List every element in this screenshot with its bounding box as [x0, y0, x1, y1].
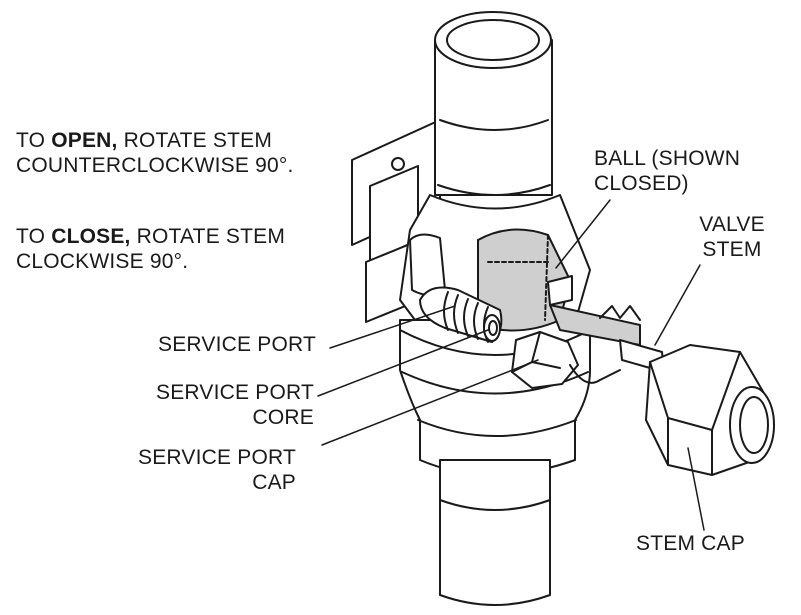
leader-service-port-core	[317, 329, 489, 397]
ball	[477, 228, 573, 332]
leader-stem-cap	[687, 447, 705, 531]
service-port	[419, 286, 503, 343]
stem-cap	[645, 344, 775, 476]
label-service-port-cap: SERVICE PORT CAP	[137, 446, 296, 494]
leader-lines	[317, 199, 705, 531]
label-ball: BALL (SHOWN CLOSED)	[594, 147, 741, 195]
open-keyword: OPEN,	[51, 129, 118, 152]
label-service-port: SERVICE PORT	[157, 333, 316, 356]
label-service-port-core: SERVICE PORT CORE	[155, 381, 314, 429]
upper-tube	[434, 11, 553, 196]
close-instruction: TO CLOSE, ROTATE STEM CLOCKWISE 90°.	[16, 225, 286, 273]
leader-ball	[555, 199, 611, 269]
open-instruction: TO OPEN, ROTATE STEM COUNTERCLOCKWISE 90…	[16, 129, 294, 177]
label-valve-stem: VALVE STEM	[699, 213, 765, 261]
close-keyword: CLOSE,	[51, 225, 131, 248]
leader-service-port	[329, 305, 456, 349]
label-stem-cap: STEM CAP	[636, 532, 745, 555]
leader-valve-stem	[654, 264, 701, 346]
leader-service-port-cap	[321, 359, 539, 446]
